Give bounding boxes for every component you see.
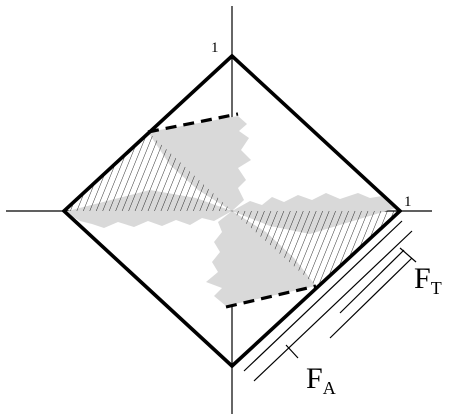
face-t-leader (399, 247, 417, 263)
face-t-marker-line-2 (253, 230, 413, 382)
face-a-label: FA (306, 362, 336, 398)
dashed-segment-top (147, 112, 239, 134)
gray-region-bottom (206, 211, 316, 306)
y-tick-label: 1 (211, 40, 219, 56)
face-a-marker-line-2 (329, 257, 413, 339)
diamond-outline (61, 53, 403, 369)
face-a-label-sub: A (323, 378, 336, 398)
x-tick-label: 1 (404, 194, 412, 210)
hatched-region-left (64, 132, 232, 211)
face-t-label-sub: T (431, 278, 442, 298)
dashed-segment-bottom (225, 284, 317, 309)
face-t-label: FT (414, 262, 442, 298)
face-t-marker-line-1 (243, 220, 403, 372)
face-t-label-main: F (414, 262, 431, 295)
face-a-leader (285, 344, 299, 359)
face-a-label-main: F (306, 362, 323, 395)
face-a-marker-line-1 (339, 249, 405, 314)
gray-region-top (148, 116, 251, 211)
hatched-region-right (232, 211, 400, 286)
